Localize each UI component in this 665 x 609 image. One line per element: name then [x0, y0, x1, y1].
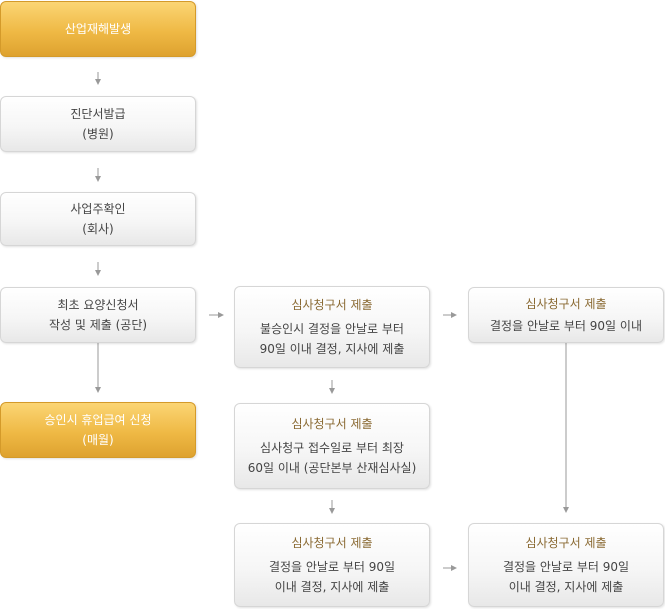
node-diagnosis: 진단서발급 (병원): [0, 96, 196, 152]
node-leave-benefit-line-1: 승인시 휴업급여 신청: [44, 413, 152, 427]
node-diagnosis-line-2: (병원): [82, 127, 114, 141]
node-review-5: 심사청구서 제출 결정을 안날로 부터 90일 이내 결정, 지사에 제출: [468, 523, 664, 607]
node-employer-line-2: (회사): [82, 222, 114, 236]
node-application-line-2: 작성 및 제출 (공단): [48, 318, 148, 332]
node-review-3: 심사청구서 제출 심사청구 접수일로 부터 최장 60일 이내 (공단본부 산재…: [234, 403, 430, 489]
node-review-2-title: 심사청구서 제출: [525, 297, 607, 311]
node-review-5-line-1: 결정을 안날로 부터 90일: [502, 560, 630, 574]
node-review-1-line-2: 90일 이내 결정, 지사에 제출: [259, 342, 405, 356]
node-review-3-title: 심사청구서 제출: [291, 417, 373, 431]
node-leave-benefit: 승인시 휴업급여 신청 (매월): [0, 402, 196, 458]
node-application: 최초 요양신청서 작성 및 제출 (공단): [0, 287, 196, 343]
node-review-1-title: 심사청구서 제출: [291, 298, 373, 312]
node-review-4-title: 심사청구서 제출: [291, 536, 373, 550]
node-application-line-1: 최초 요양신청서: [57, 298, 139, 312]
node-review-3-line-1: 심사청구 접수일로 부터 최장: [260, 441, 404, 455]
node-review-5-title: 심사청구서 제출: [525, 536, 607, 550]
node-review-4: 심사청구서 제출 결정을 안날로 부터 90일 이내 결정, 지사에 제출: [234, 523, 430, 607]
node-diagnosis-line-1: 진단서발급: [70, 107, 126, 121]
node-accident-text: 산업재해발생: [64, 22, 132, 36]
node-review-4-line-2: 이내 결정, 지사에 제출: [274, 580, 390, 594]
node-employer-line-1: 사업주확인: [70, 202, 126, 216]
node-review-2: 심사청구서 제출 결정을 안날로 부터 90일 이내: [468, 287, 664, 343]
node-review-4-line-1: 결정을 안날로 부터 90일: [268, 560, 396, 574]
node-accident: 산업재해발생: [0, 1, 196, 57]
node-leave-benefit-line-2: (매월): [82, 433, 114, 447]
node-review-3-line-2: 60일 이내 (공단본부 산재심사실): [247, 461, 417, 475]
node-review-2-line-1: 결정을 안날로 부터 90일 이내: [490, 319, 642, 333]
node-review-1: 심사청구서 제출 불승인시 결정을 안날로 부터 90일 이내 결정, 지사에 …: [234, 286, 430, 368]
node-review-5-line-2: 이내 결정, 지사에 제출: [508, 580, 624, 594]
node-employer: 사업주확인 (회사): [0, 192, 196, 246]
node-review-1-line-1: 불승인시 결정을 안날로 부터: [260, 322, 404, 336]
